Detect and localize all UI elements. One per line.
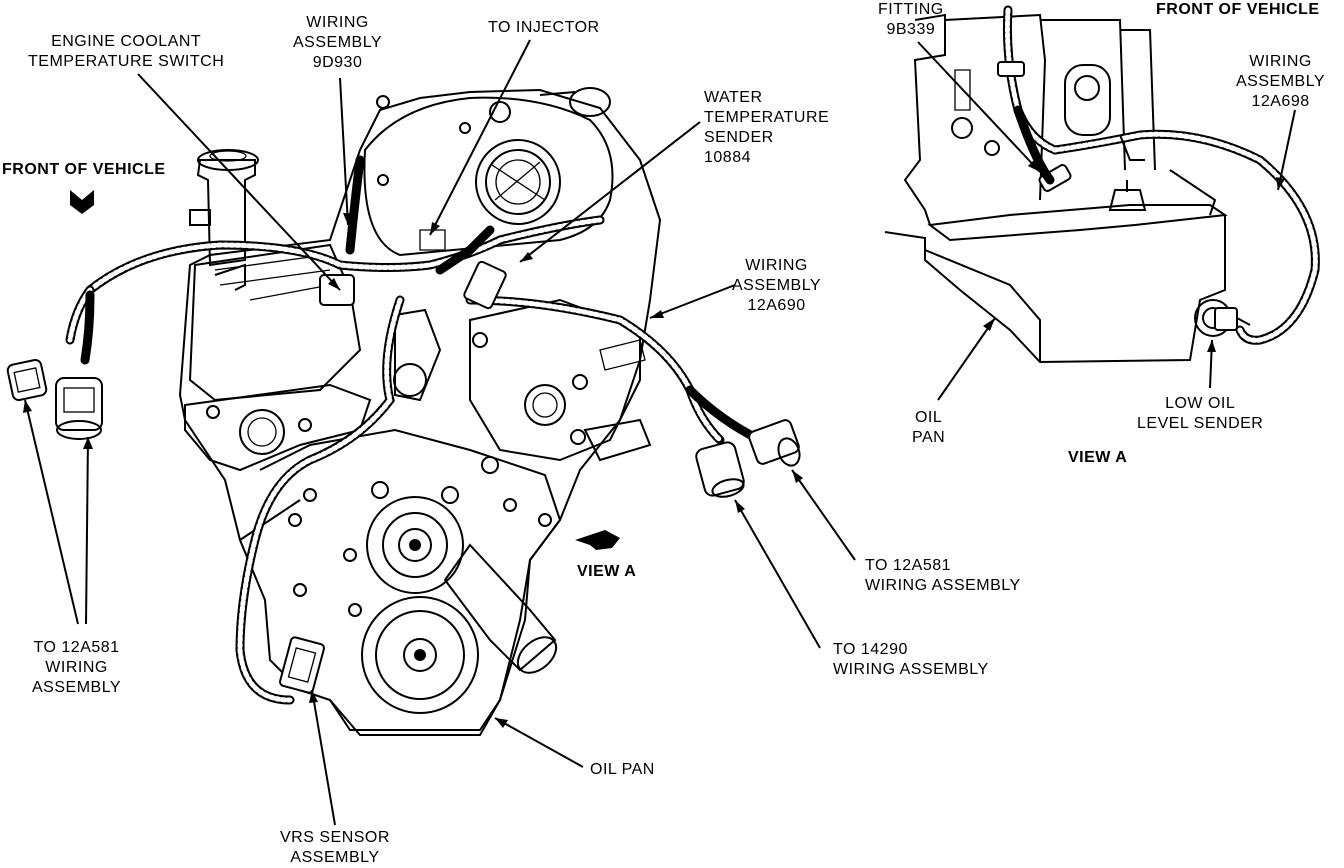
engine-illustration: [178, 87, 662, 736]
wiring-assembly-12a690-label: WIRING ASSEMBLY 12A690: [732, 257, 822, 314]
fitting-9b339-label: FITTING 9B339: [878, 1, 944, 38]
water-temperature-sender-label: WATER TEMPERATURE SENDER 10884: [704, 89, 830, 166]
vrs-sensor-assembly-label: VRS SENSOR ASSEMBLY: [280, 829, 390, 866]
view-a-inset-label: VIEW A: [1068, 449, 1128, 466]
temperature-senders: [319, 260, 507, 310]
wiring-assembly-9d930-label: WIRING ASSEMBLY 9D930: [293, 14, 383, 71]
view-a-illustration: [884, 5, 1320, 364]
main-wiring-harness: [65, 155, 765, 705]
low-oil-level-sender-label: LOW OIL LEVEL SENDER: [1137, 395, 1264, 432]
right-connector-pair: [695, 419, 801, 498]
vrs-sensor: [279, 636, 325, 694]
left-connector-pair: [6, 358, 103, 440]
to-12a581-wiring-assembly-left-label: TO 12A581 WIRING ASSEMBLY: [32, 639, 122, 696]
to-14290-wiring-assembly-label: TO 14290 WIRING ASSEMBLY: [833, 641, 989, 678]
oil-pan-view-a-label: OIL PAN: [912, 409, 946, 446]
leader-lines-view-a: [917, 41, 1296, 401]
leader-lines-main: [23, 39, 856, 826]
front-of-vehicle-label-left: FRONT OF VEHICLE: [2, 161, 166, 178]
view-a-arrow-icon: [575, 530, 620, 550]
front-of-vehicle-label-right: FRONT OF VEHICLE: [1156, 1, 1320, 18]
engine-coolant-temperature-switch-label: ENGINE COOLANT TEMPERATURE SWITCH: [28, 33, 225, 70]
wiring-assembly-12a698-label: WIRING ASSEMBLY 12A698: [1236, 53, 1326, 110]
to-injector-label: TO INJECTOR: [488, 19, 600, 36]
view-a-main-label: VIEW A: [577, 563, 637, 580]
oil-pan-main-label: OIL PAN: [590, 761, 655, 778]
front-arrow-left-icon: [70, 190, 94, 214]
to-12a581-wiring-assembly-right-label: TO 12A581 WIRING ASSEMBLY: [865, 557, 1021, 594]
